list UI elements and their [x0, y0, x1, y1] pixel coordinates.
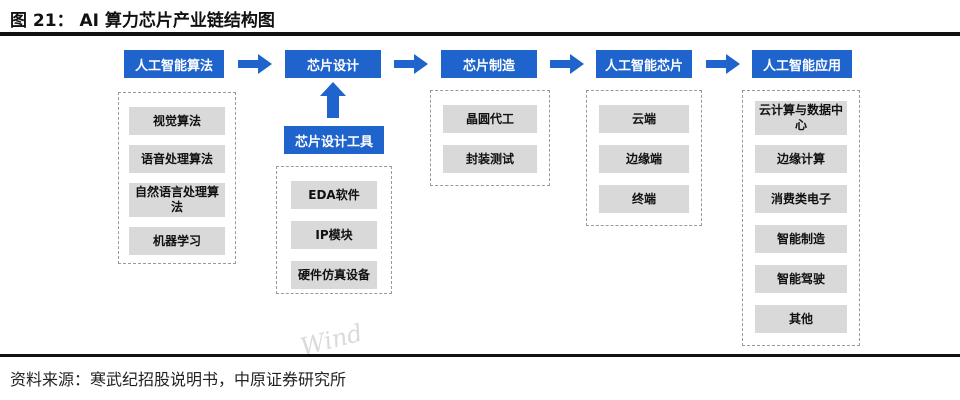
header-chip-manufacturing: 芯片制造	[441, 50, 537, 78]
group-ai-applications: 云计算与数据中心 边缘计算 消费类电子 智能制造 智能驾驶 其他	[742, 90, 860, 346]
header-ai-applications: 人工智能应用	[752, 50, 852, 78]
item-algorithm: 视觉算法	[129, 107, 225, 135]
item-application: 云计算与数据中心	[755, 101, 847, 135]
item-application: 其他	[755, 305, 847, 333]
group-ai-chips: 云端 边缘端 终端	[586, 90, 702, 226]
item-ai-chip: 终端	[599, 185, 689, 213]
header-ai-algorithms: 人工智能算法	[124, 50, 224, 78]
arrow-up-icon	[320, 82, 346, 118]
arrow-right-icon	[238, 54, 272, 74]
group-chip-manufacturing: 晶圆代工 封装测试	[430, 90, 550, 186]
figure-title: 图 21： AI 算力芯片产业链结构图	[10, 11, 275, 31]
arrow-right-icon	[550, 54, 584, 74]
top-divider	[0, 32, 960, 36]
header-chip-design: 芯片设计	[285, 50, 381, 78]
source-note: 资料来源：寒武纪招股说明书，中原证券研究所	[10, 370, 347, 389]
header-chip-design-tools: 芯片设计工具	[284, 126, 384, 154]
item-application: 智能制造	[755, 225, 847, 253]
bottom-divider	[0, 354, 960, 357]
item-algorithm: 语音处理算法	[129, 145, 225, 173]
arrow-right-icon	[706, 54, 740, 74]
item-algorithm: 机器学习	[129, 227, 225, 255]
item-application: 消费类电子	[755, 185, 847, 213]
item-ai-chip: 边缘端	[599, 145, 689, 173]
item-design-tool: EDA软件	[291, 181, 377, 209]
item-application: 边缘计算	[755, 145, 847, 173]
item-algorithm: 自然语言处理算法	[129, 183, 225, 217]
group-ai-algorithms: 视觉算法 语音处理算法 自然语言处理算法 机器学习	[118, 92, 236, 264]
item-ai-chip: 云端	[599, 105, 689, 133]
arrow-right-icon	[394, 54, 428, 74]
group-chip-design-tools: EDA软件 IP模块 硬件仿真设备	[276, 166, 392, 294]
item-manufacturing: 封装测试	[443, 145, 537, 173]
item-design-tool: 硬件仿真设备	[291, 261, 377, 289]
item-application: 智能驾驶	[755, 265, 847, 293]
item-manufacturing: 晶圆代工	[443, 105, 537, 133]
header-ai-chips: 人工智能芯片	[596, 50, 692, 78]
item-design-tool: IP模块	[291, 221, 377, 249]
